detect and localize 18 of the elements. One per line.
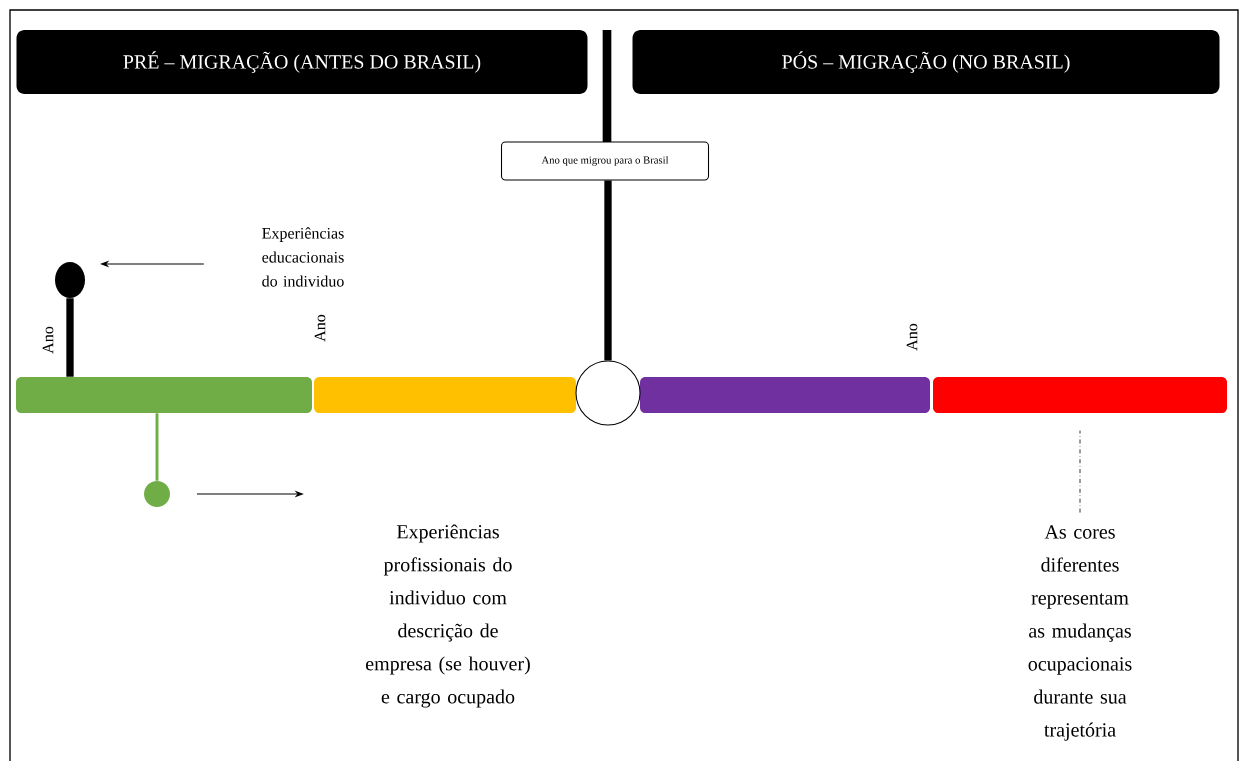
year-label: Ano: [906, 323, 918, 351]
stem-line: [155, 413, 159, 481]
milestone-box: Ano que migrou para o Brasil: [500, 141, 710, 181]
section-header: PRÉ – MIGRAÇÃO (ANTES DO BRASIL): [16, 30, 588, 94]
timeline-segment: [640, 377, 930, 413]
annotation-text: Experiências profissionais do individuo com descrição de empresa (se houver) e cargo ocupado: [366, 524, 530, 708]
annotation-text: Experiências educacionais do individuo: [262, 227, 344, 287]
year-label: Ano: [42, 326, 54, 354]
year-label: Ano: [314, 314, 326, 342]
annotation-text: As cores diferentes representam as mudanças ocupacionais durante sua trajetória: [1028, 525, 1132, 741]
timeline-segment: [933, 377, 1227, 413]
timeline-segment: [314, 377, 576, 413]
pin-marker: [55, 262, 85, 298]
milestone-circle: [575, 360, 641, 426]
timeline-segment: [16, 377, 312, 413]
leader-line: [1079, 430, 1081, 513]
dot-marker: [144, 481, 170, 507]
section-header: PÓS – MIGRAÇÃO (NO BRASIL): [632, 30, 1220, 94]
